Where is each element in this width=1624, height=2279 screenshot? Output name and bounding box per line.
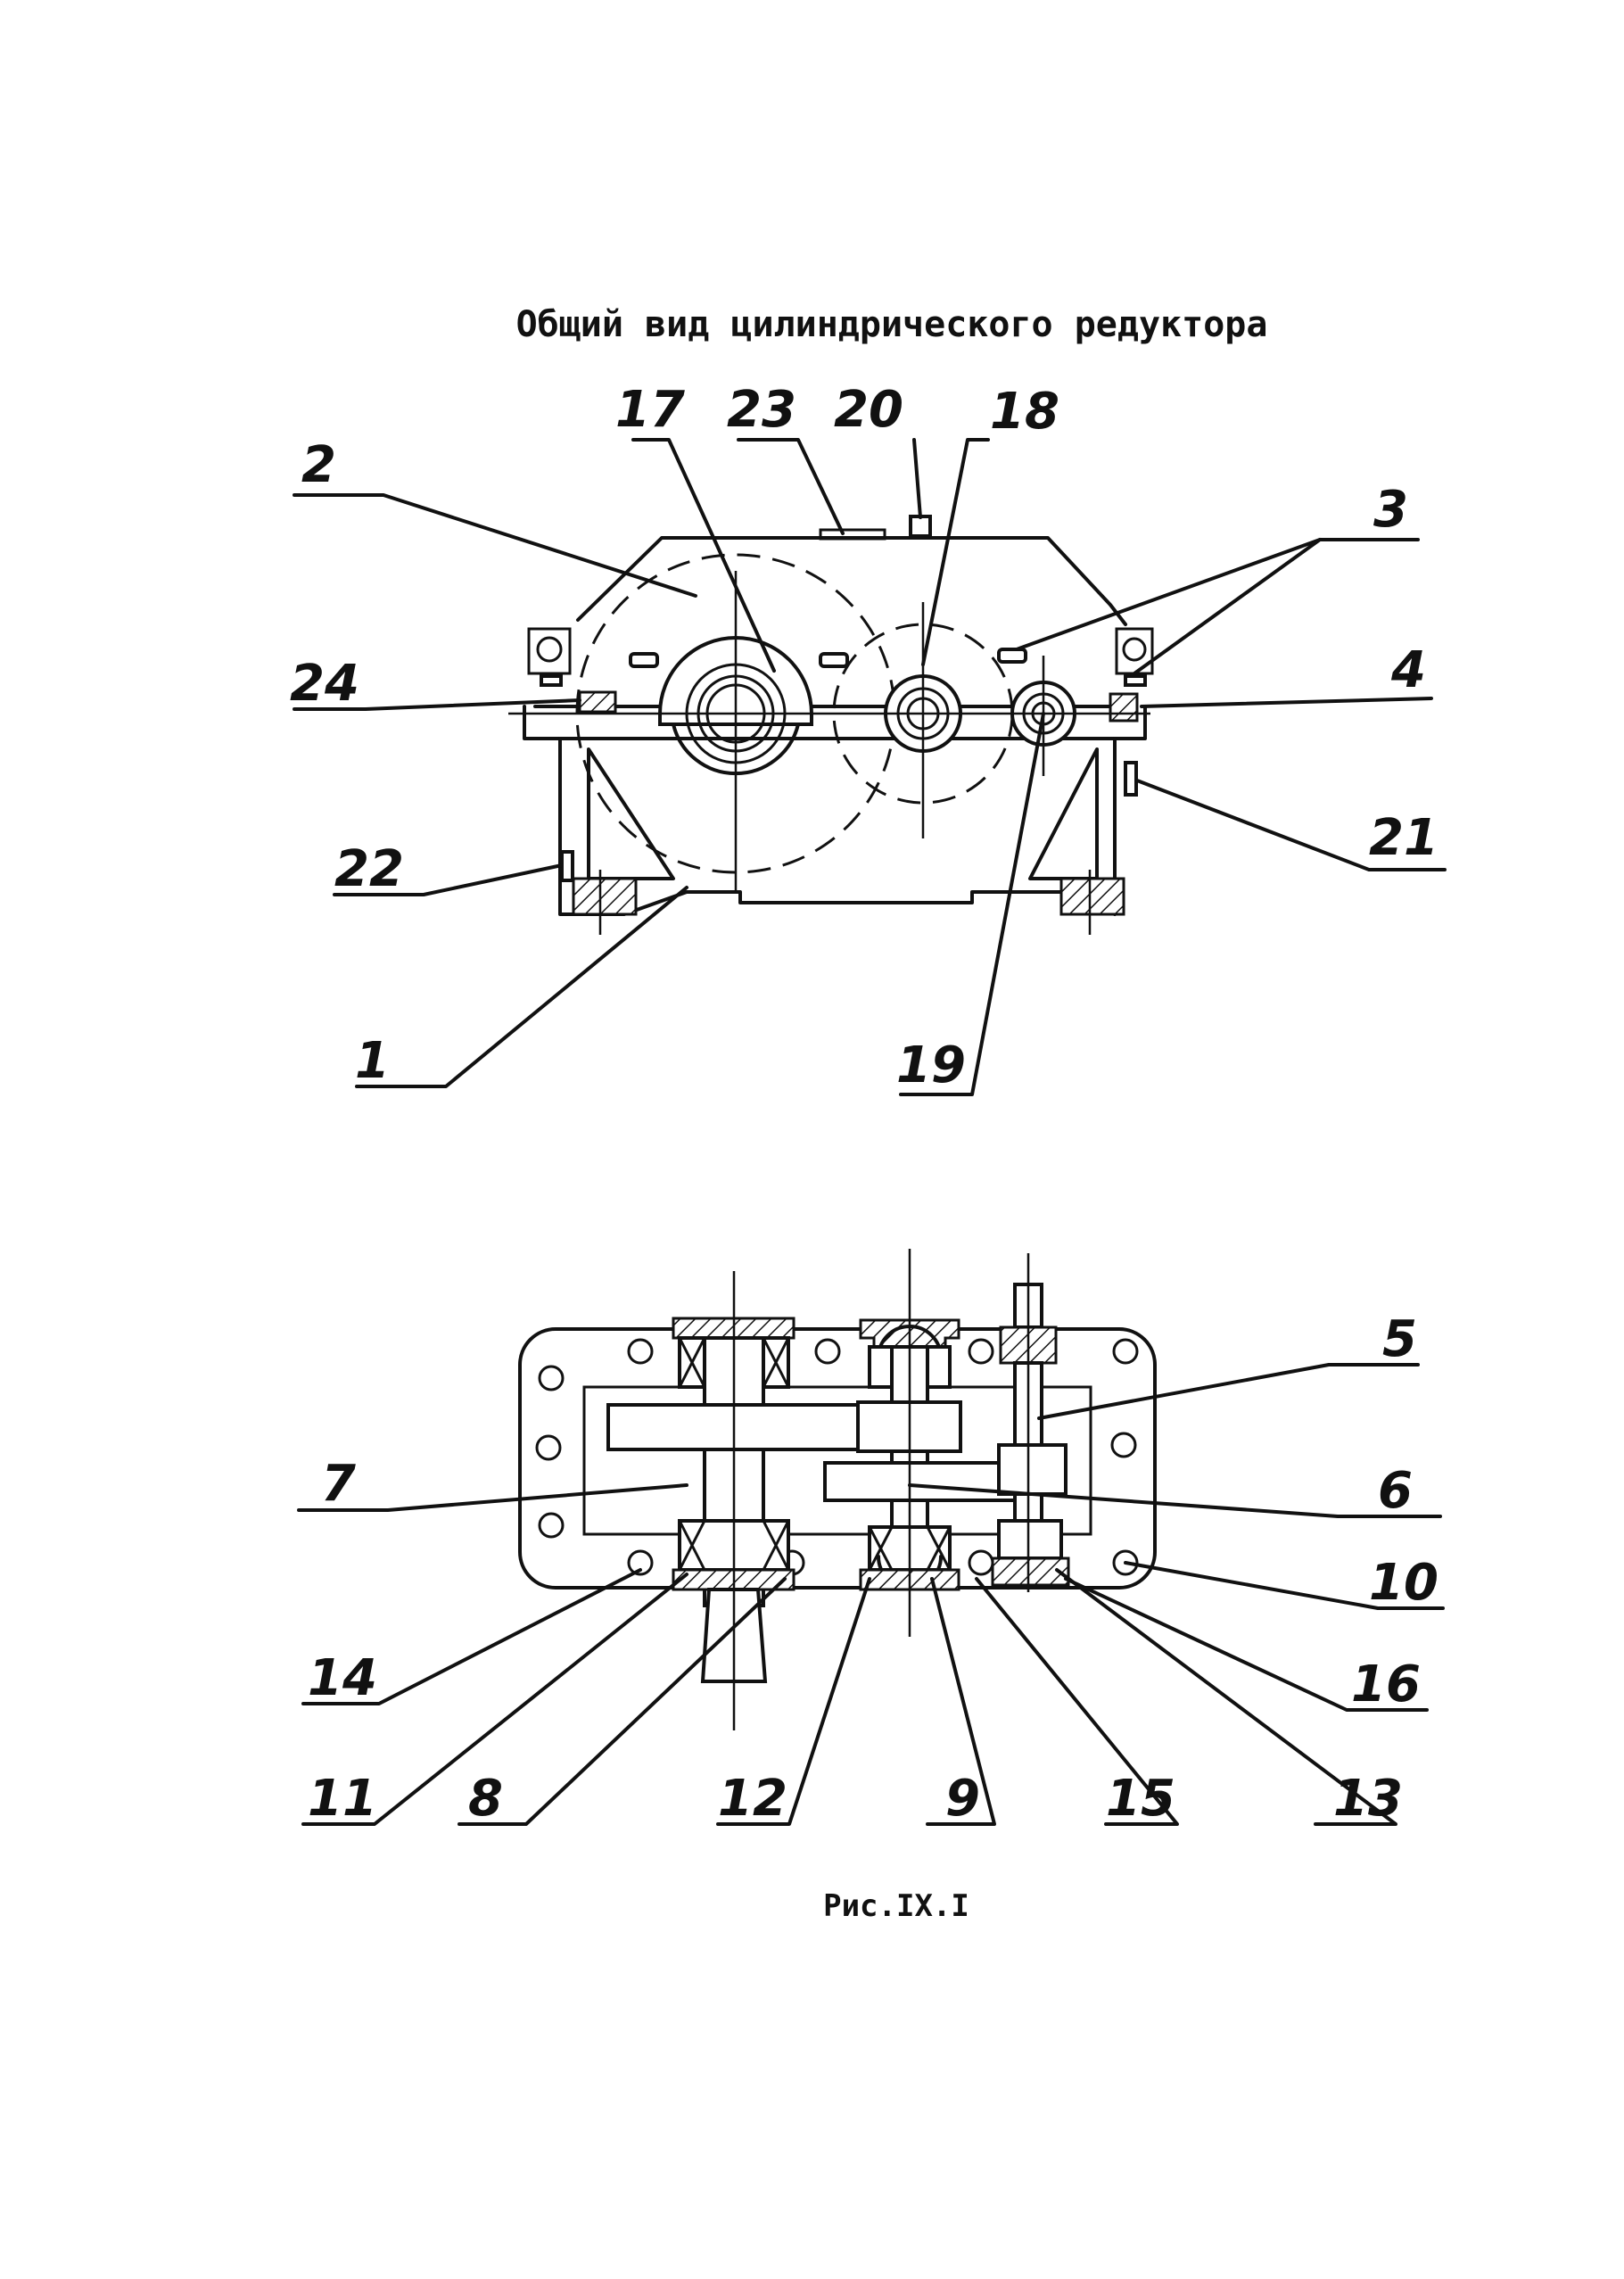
end-cap-right [1109,692,1139,723]
inspection-cover [819,528,886,541]
housing-inner-wall [582,1385,1092,1536]
callout-number: 8 [468,1770,503,1828]
housing-base [558,737,1117,916]
flange-bolt-right [1115,627,1154,675]
callout-number: 16 [1351,1656,1421,1713]
callout-number: 17 [615,381,685,439]
breather-plug [909,515,932,538]
foundation-pad-left [572,877,638,916]
housing-outline [518,1327,1157,1590]
callout-number: 2 [301,436,336,494]
callout-number: 22 [334,840,404,898]
slow-shaft-gear [606,1403,864,1451]
base-rib-right [1028,747,1099,880]
dowel-pin [578,690,617,714]
callout-number: 23 [727,381,796,439]
callout-number: 3 [1373,481,1408,539]
plan-view [518,1249,1157,1730]
callout-number: 9 [945,1770,980,1828]
callout-number: 5 [1382,1310,1417,1368]
callout-number: 19 [896,1036,966,1094]
callout-number: 11 [308,1770,377,1828]
callout-number: 4 [1390,641,1426,699]
fast-pinion [997,1443,1068,1496]
plan-view-numbers: 5 6 7 8 9 10 11 12 13 14 15 16 [308,1310,1439,1828]
callout-number: 7 [321,1455,356,1513]
fast-bearing-bottom [997,1519,1063,1560]
callout-number: 21 [1369,809,1439,867]
callout-number: 15 [1106,1770,1175,1828]
callout-number: 18 [990,383,1059,441]
intermediate-pinion [823,1461,1018,1502]
drain-plug [560,850,574,882]
callout-number: 14 [308,1649,377,1707]
callout-number: 12 [718,1770,787,1828]
plan-view-leaders [297,1363,1445,1826]
callout-number: 24 [290,655,359,713]
oil-gauge [1124,761,1138,797]
housing-cover [576,536,1127,626]
callout-number: 20 [834,381,903,439]
front-view-leaders [293,438,1447,1096]
front-view [508,515,1154,935]
callout-number: 1 [355,1032,390,1090]
callout-number: 10 [1369,1554,1439,1612]
front-view-numbers: 1 2 3 4 17 18 19 20 21 22 23 24 [290,381,1439,1094]
callout-number: 6 [1378,1462,1413,1520]
flange-bolt-left [527,627,572,675]
callout-number: 13 [1333,1770,1403,1828]
figure-caption: Рис.IX.I [823,1888,969,1924]
drawing-title: Общий вид цилиндрического редуктора [516,304,1268,345]
foundation-pad-right [1059,877,1125,916]
fast-cap-bottom [991,1556,1070,1587]
base-rib-left [587,747,675,880]
